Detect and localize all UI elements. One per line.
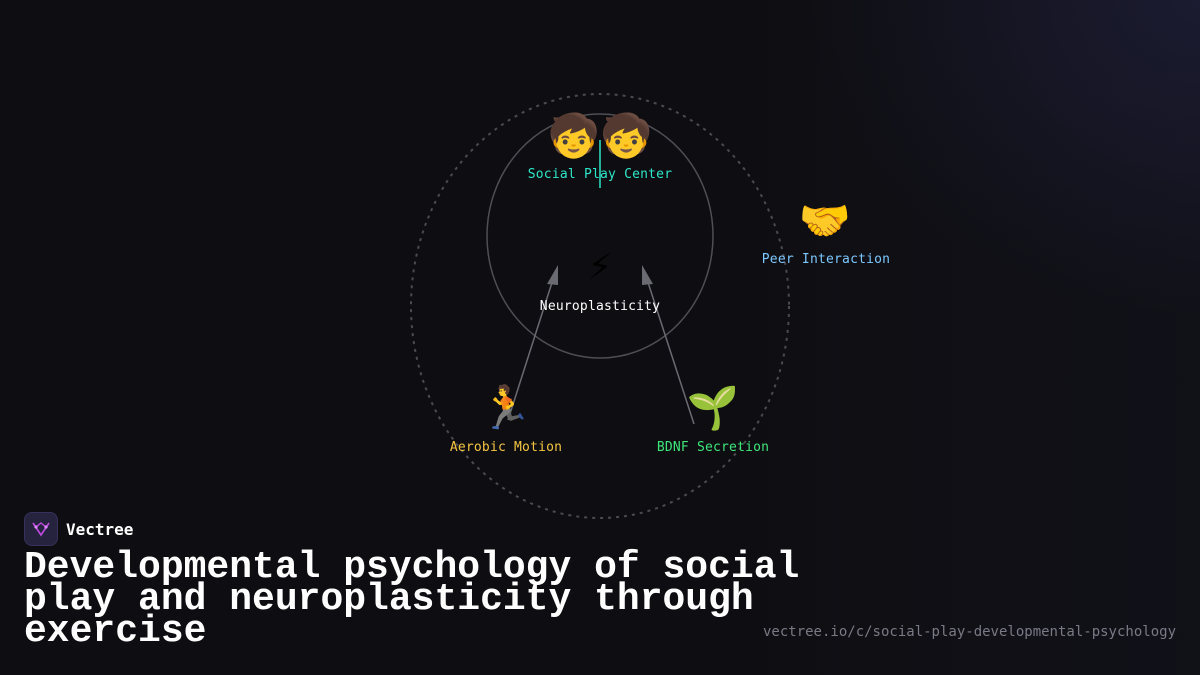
runner-icon: 🏃 [479,383,533,432]
page-title: Developmental psychology of social play … [24,546,800,653]
neuroplasticity-label: Neuroplasticity [539,299,661,314]
arrow-aerobic-to-neuroplasticity [507,269,557,421]
brand-name: Vectree [66,519,134,539]
arrowhead-right [642,265,653,285]
aerobic-motion-label: Aerobic Motion [449,440,563,455]
social-play-label: Social Play Center [527,167,673,182]
vectree-logo-icon [24,512,58,546]
arrow-bdnf-to-neuroplasticity [643,269,695,425]
peer-interaction-label: Peer Interaction [761,252,891,267]
inner-ring [486,113,714,359]
outer-dotted-ring [410,93,790,519]
logo-mark [32,522,50,537]
handshake-icon: 🤝 [798,196,852,245]
lightning-icon: ⚡ [587,243,613,289]
arrowhead-left [547,265,558,285]
page-url: vectree.io/c/social-play-developmental-p… [762,624,1176,640]
bdnf-secretion-label: BDNF Secretion [656,440,770,455]
children-icon: 🧒🧒 [547,111,653,160]
brand: Vectree [24,512,133,546]
seedling-icon: 🌱 [686,383,740,432]
